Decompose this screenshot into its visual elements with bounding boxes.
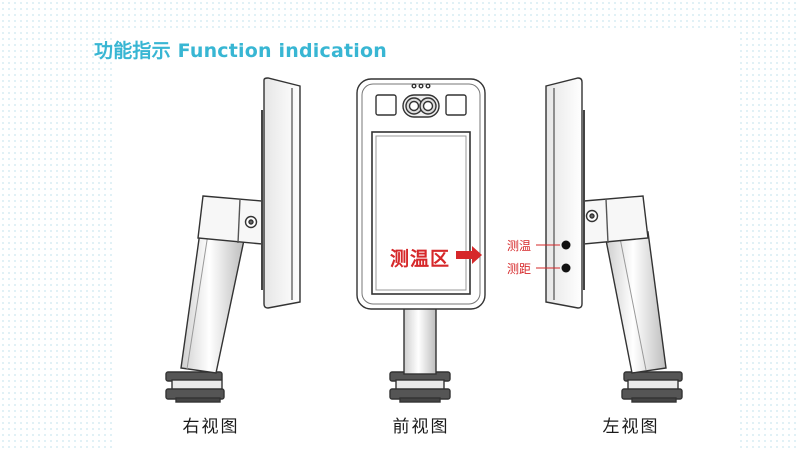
front-view-pole <box>403 307 437 375</box>
page-title: 功能指示 Function indication <box>94 40 387 62</box>
distance-sensor-label: 测距 <box>507 262 532 276</box>
front-view-caption: 前视图 <box>392 417 450 437</box>
left-view-base <box>621 371 683 403</box>
right-view-base <box>165 371 225 403</box>
temperature-zone-label: 测温区 <box>390 248 451 270</box>
sensor-dot-icon <box>561 240 571 250</box>
front-view-device <box>356 78 486 403</box>
arrow-right-icon <box>456 246 482 264</box>
sensor-dot-icon <box>561 263 571 273</box>
front-view-cameras <box>375 83 467 118</box>
front-view-base <box>389 371 451 403</box>
right-view-device <box>165 77 301 403</box>
right-view-pole <box>180 231 245 374</box>
left-view-body <box>545 77 583 309</box>
temperature-sensor-label: 测温 <box>507 239 532 253</box>
right-view-body <box>263 77 301 309</box>
front-view-screen <box>371 131 471 295</box>
left-view-pole <box>605 231 667 374</box>
left-view-caption: 左视图 <box>602 417 660 437</box>
right-view-caption: 右视图 <box>182 417 240 437</box>
left-view-device <box>545 77 683 403</box>
